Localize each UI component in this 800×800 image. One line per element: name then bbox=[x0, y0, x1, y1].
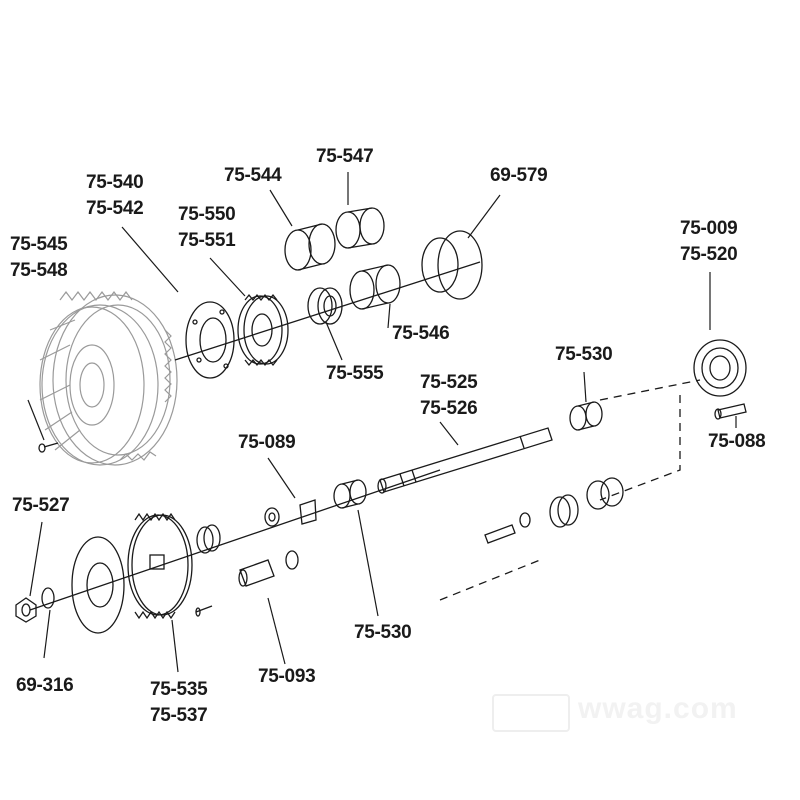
snap-ring-part bbox=[421, 230, 483, 300]
part-label-75-540-542: 75-540 75-542 bbox=[86, 170, 144, 222]
part-label-75-093: 75-093 bbox=[258, 666, 316, 687]
bushing-544-part bbox=[284, 223, 336, 271]
part-number: 75-535 bbox=[150, 679, 208, 700]
part-label-75-547: 75-547 bbox=[316, 146, 374, 167]
bolt-088-part bbox=[714, 403, 747, 420]
spacer-530-top-part bbox=[569, 401, 603, 431]
part-label-75-088: 75-088 bbox=[708, 431, 766, 452]
part-number: 75-551 bbox=[178, 230, 236, 251]
axis-line-right bbox=[439, 379, 701, 601]
part-number: 75-520 bbox=[680, 244, 738, 265]
bushing-547-part bbox=[335, 207, 385, 249]
clutch-drum-part bbox=[39, 291, 178, 466]
part-number: 75-525 bbox=[420, 372, 478, 393]
part-number: 75-548 bbox=[10, 260, 68, 281]
axis-line-bottom bbox=[29, 469, 441, 611]
spring-cover-part bbox=[693, 339, 747, 397]
part-label-69-579: 69-579 bbox=[490, 165, 548, 186]
part-number: 75-550 bbox=[178, 204, 236, 225]
washer-clip-089-part bbox=[264, 499, 317, 527]
mainshaft-part bbox=[377, 427, 553, 494]
drum-screw-part bbox=[38, 442, 59, 453]
part-label-75-546: 75-546 bbox=[392, 323, 450, 344]
hub-gear-part bbox=[237, 293, 289, 367]
part-number: 75-542 bbox=[86, 198, 144, 219]
sprocket-part bbox=[127, 512, 193, 620]
part-label-75-544: 75-544 bbox=[224, 165, 282, 186]
part-label-69-316: 69-316 bbox=[16, 675, 74, 696]
spacer-530-bottom-part bbox=[333, 479, 367, 509]
part-label-75-555: 75-555 bbox=[326, 363, 384, 384]
pin-093-part bbox=[238, 550, 299, 587]
axis-line-top bbox=[174, 261, 481, 361]
ring-555-part bbox=[307, 287, 343, 325]
part-number: 75-540 bbox=[86, 172, 144, 193]
bushing-546-part bbox=[349, 264, 401, 310]
part-label-75-009-520: 75-009 75-520 bbox=[680, 216, 738, 268]
watermark-text: wwag.com bbox=[578, 692, 738, 725]
leader-lines bbox=[27, 172, 737, 673]
part-label-75-089: 75-089 bbox=[238, 432, 296, 453]
clutch-plate-part bbox=[185, 301, 235, 379]
part-label-75-545-548: 75-545 75-548 bbox=[10, 232, 68, 284]
part-label-75-525-526: 75-525 75-526 bbox=[420, 370, 478, 422]
part-label-75-535-537: 75-535 75-537 bbox=[150, 677, 208, 729]
part-number: 75-545 bbox=[10, 234, 68, 255]
right-bolt-assembly-part bbox=[484, 477, 624, 544]
part-number: 75-526 bbox=[420, 398, 478, 419]
watermark-logo bbox=[492, 694, 570, 732]
part-label-75-530-top: 75-530 bbox=[555, 344, 613, 365]
part-label-75-527: 75-527 bbox=[12, 495, 70, 516]
part-label-75-530-bottom: 75-530 bbox=[354, 622, 412, 643]
sprocket-screw-part bbox=[195, 605, 213, 617]
part-label-75-550-551: 75-550 75-551 bbox=[178, 202, 236, 254]
lock-plate-part bbox=[71, 536, 125, 634]
part-number: 75-009 bbox=[680, 218, 738, 239]
bearing-part bbox=[196, 524, 221, 554]
nut-part bbox=[15, 587, 55, 623]
part-number: 75-537 bbox=[150, 705, 208, 726]
